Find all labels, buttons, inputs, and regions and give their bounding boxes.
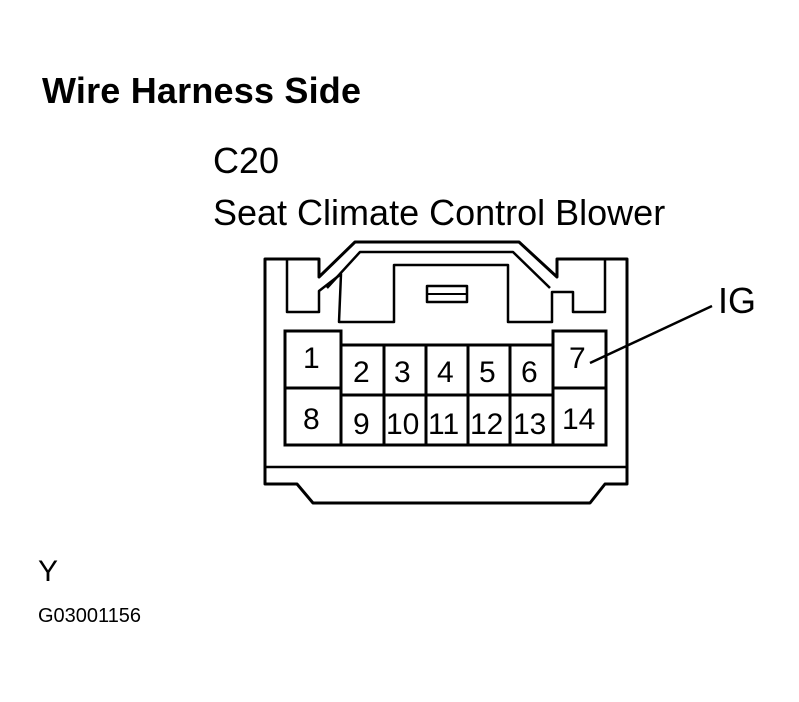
diagram-title: Wire Harness Side <box>42 70 362 111</box>
latch-inner-line <box>326 250 551 289</box>
pin-label-14: 14 <box>562 403 595 436</box>
callout-leader-line <box>589 304 713 365</box>
pin-label-4: 4 <box>437 356 454 389</box>
pin-label-2: 2 <box>353 356 370 389</box>
wire-color-label: Y <box>38 555 59 588</box>
pin-label-5: 5 <box>479 356 496 389</box>
connector-code: C20 <box>213 140 280 181</box>
pin-grid <box>283 329 608 447</box>
housing-inner-outline <box>285 259 607 324</box>
callout-label: IG <box>718 280 757 321</box>
pin-label-13: 13 <box>513 408 546 441</box>
connector-name: Seat Climate Control Blower <box>213 192 666 233</box>
pin-label-7: 7 <box>569 342 586 375</box>
pin-label-1: 1 <box>303 342 320 375</box>
pin-label-10: 10 <box>386 408 419 441</box>
housing-outline <box>263 240 629 505</box>
figure-id: G03001156 <box>38 605 142 627</box>
pin-label-11: 11 <box>428 408 459 441</box>
pin-numbers: 1 2 3 4 5 6 7 8 9 10 11 12 13 14 <box>303 342 595 441</box>
pin-label-6: 6 <box>521 356 538 389</box>
pin-label-9: 9 <box>353 408 370 441</box>
pin-label-3: 3 <box>394 356 411 389</box>
pin-label-12: 12 <box>470 408 503 441</box>
pin-cell-14 <box>551 386 608 447</box>
pin-label-8: 8 <box>303 403 320 436</box>
connector-housing <box>263 240 629 505</box>
